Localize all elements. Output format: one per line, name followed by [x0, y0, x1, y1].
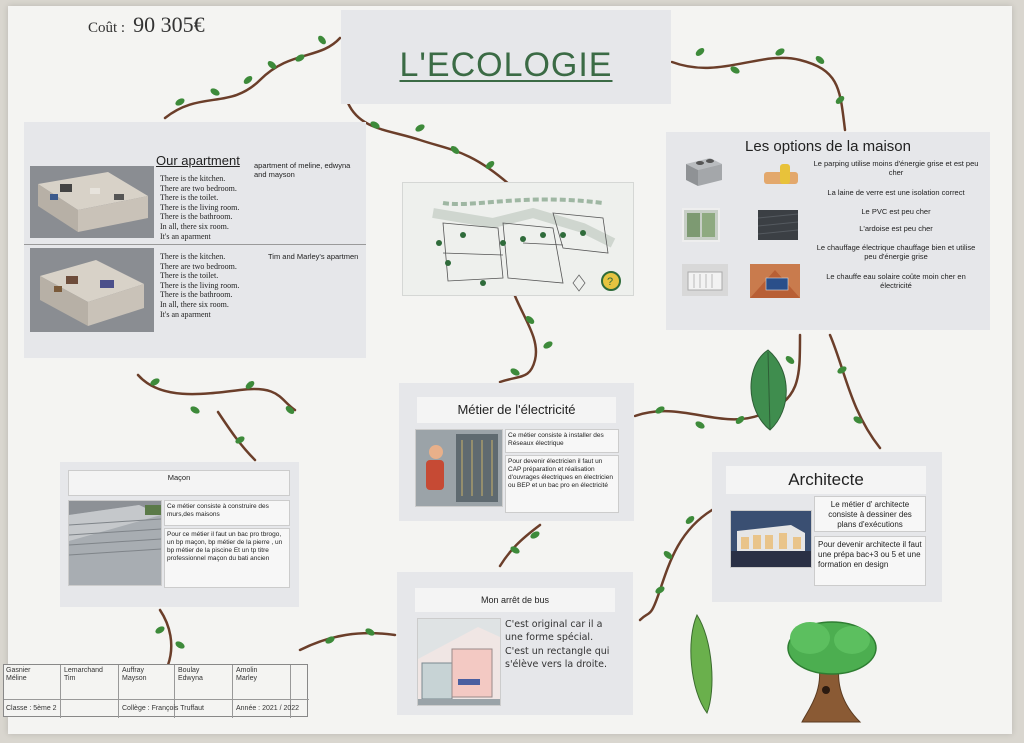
student-firstname: Mayson: [122, 675, 147, 683]
list-item: There is the toilet.: [160, 271, 219, 281]
credits-divider: [232, 665, 233, 718]
title-card: L'ECOLOGIE: [341, 10, 671, 104]
option-text: La laine de verre est une isolation corr…: [827, 188, 965, 197]
architect-title: Architecte: [726, 466, 926, 494]
student-firstname: Edwyna: [178, 675, 203, 683]
apartment-list-1: There is the kitchen. There are two bedr…: [160, 174, 239, 241]
option-text: Le chauffage électrique chauffage bien e…: [816, 243, 976, 262]
architect-card: Architecte Le métier d' architecte consi…: [712, 452, 942, 602]
student-firstname: Marley: [236, 675, 258, 683]
electrician-card: Métier de l'électricité Ce métier consis…: [399, 383, 634, 521]
student-name: Gasnier Méline: [6, 667, 31, 684]
mason-title: Maçon: [68, 470, 290, 496]
list-item: It's an aparment: [160, 309, 211, 319]
student-surname: Lemarchand: [64, 667, 103, 674]
apartment-caption-1: apartment of meline, edwyna and mayson: [254, 161, 351, 179]
cinder-block-image: [684, 154, 724, 188]
credits-divider: [174, 665, 175, 718]
apartment-title: Our apartment: [156, 153, 240, 168]
student-name: Amolin Marley: [236, 667, 257, 684]
cost-label: Coût : 90 305€: [88, 12, 205, 38]
list-item: In all, there six room.: [160, 299, 229, 309]
svg-text:?: ?: [607, 276, 613, 288]
glass-wool-image: [762, 162, 800, 188]
poster-title: L'ECOLOGIE: [399, 46, 613, 84]
mason-card: Maçon Ce métier consiste à construire de…: [60, 462, 299, 607]
list-item: There is the kitchen.: [160, 174, 226, 183]
list-item: It's an aparment: [160, 231, 211, 241]
electrician-text-2: Pour devenir électricien il faut un CAP …: [505, 455, 619, 513]
option-text: Le chauffe eau solaire coûte moin cher e…: [826, 272, 966, 291]
student-surname: Auffray: [122, 667, 145, 674]
apartment-caption-2: Tim and Marley's apartmen: [268, 252, 359, 261]
list-item: There is the toilet.: [160, 193, 219, 203]
credits-table: Gasnier Méline Lemarchand Tim Auffray Ma…: [3, 664, 309, 718]
apartment-plan-image-2: [30, 248, 154, 332]
bus-stop-card: Mon arrêt de bus C'est original car il a…: [397, 572, 633, 715]
student-name: Boulay Edwyna: [178, 667, 203, 684]
mason-wall-image: [68, 500, 162, 586]
cost-label-text: Coût :: [88, 20, 126, 36]
house-options-title: Les options de la maison: [745, 138, 911, 155]
electrician-title: Métier de l'électricité: [417, 397, 616, 423]
mason-text-2: Pour ce métier il faut un bac pro tbrogo…: [164, 528, 290, 588]
class-label: Classe : 5ème 2: [6, 705, 57, 712]
credits-divider: [60, 665, 61, 718]
list-item: There is the bathroom.: [160, 212, 233, 222]
bus-stop-title: Mon arrêt de bus: [415, 588, 615, 612]
credits-divider: [118, 665, 119, 718]
bus-stop-text: C'est original car il a une forme spécia…: [505, 619, 610, 670]
architect-building-image: [730, 510, 812, 568]
apartment-card: Our apartment apartment of meline, edwyn…: [24, 122, 366, 358]
cost-value: 90 305€: [133, 12, 205, 37]
pvc-window-image: [682, 208, 720, 242]
credits-divider: [290, 665, 291, 718]
apartment-divider: [24, 244, 366, 245]
student-surname: Amolin: [236, 667, 258, 674]
credits-divider: [4, 699, 309, 700]
architect-text-1: Le métier d' architecte consiste à dessi…: [814, 496, 926, 532]
electrician-text-1: Ce métier consiste à installer des Résea…: [505, 429, 619, 453]
year-label: Année : 2021 / 2022: [236, 705, 300, 712]
option-text: Le parping utilise moins d'énergie grise…: [813, 159, 979, 178]
school-label: Collège : François Truffaut: [122, 705, 204, 712]
electrician-image: [415, 429, 503, 507]
list-item: There is the living room.: [160, 202, 240, 212]
electric-heater-image: [682, 264, 728, 296]
option-text: L'ardoise est peu cher: [859, 224, 933, 233]
bus-stop-image: [417, 618, 501, 706]
slate-roof-image: [757, 210, 799, 240]
apartment-plan-image-1: [30, 166, 154, 238]
student-surname: Boulay: [178, 667, 200, 674]
list-item: There is the living room.: [160, 280, 240, 290]
apartment-list-2: There is the kitchen. There are two bedr…: [160, 252, 239, 319]
solar-water-heater-image: [750, 264, 800, 298]
mason-text-1: Ce métier consiste à construire des murs…: [164, 500, 290, 526]
option-text: Le PVC est peu cher: [861, 207, 931, 216]
neighborhood-map: ?: [402, 182, 634, 296]
student-name: Lemarchand Tim: [64, 667, 103, 684]
list-item: There is the bathroom.: [160, 290, 233, 300]
student-surname: Gasnier: [6, 667, 31, 674]
list-item: In all, there six room.: [160, 221, 229, 231]
list-item: There are two bedroom.: [160, 261, 237, 271]
list-item: There is the kitchen.: [160, 252, 226, 261]
architect-text-2: Pour devenir architecte il faut une prép…: [814, 536, 926, 586]
student-name: Auffray Mayson: [122, 667, 147, 684]
student-firstname: Tim: [64, 675, 76, 683]
house-options-card: Les options de la maison Le parping util…: [666, 132, 990, 330]
list-item: There are two bedroom.: [160, 183, 237, 193]
student-firstname: Méline: [6, 675, 27, 683]
